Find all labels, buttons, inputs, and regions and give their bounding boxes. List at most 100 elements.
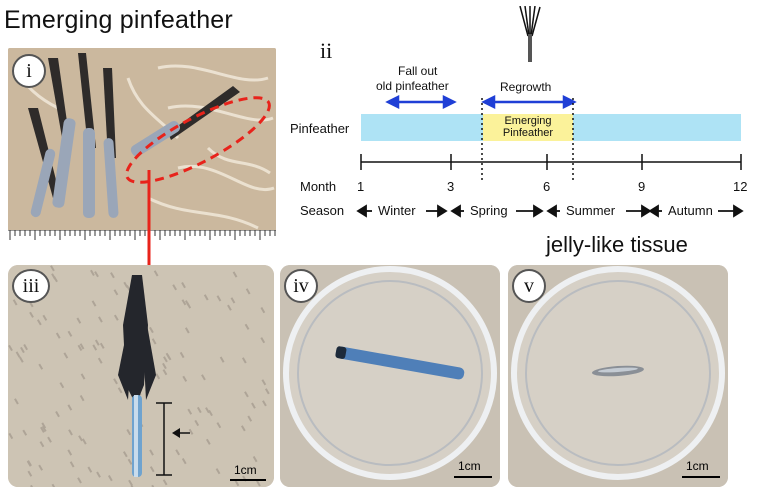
season-arrows — [356, 204, 744, 218]
texture-dot — [165, 352, 171, 359]
texture-dot — [41, 425, 47, 432]
texture-dot — [260, 337, 266, 344]
jelly-caption: jelly-like tissue — [546, 232, 688, 257]
panel-i-photo: i — [8, 48, 276, 242]
texture-dot — [149, 326, 154, 334]
texture-dot — [22, 429, 28, 436]
texture-dot — [18, 356, 24, 363]
texture-dot — [47, 436, 52, 443]
panel-ii-label: ii — [320, 38, 333, 63]
season-label: Season — [300, 203, 345, 218]
month-tick-1: 1 — [357, 179, 365, 194]
texture-dot — [94, 271, 99, 278]
texture-dot — [77, 344, 83, 351]
panel-v-label: v — [512, 269, 546, 303]
texture-dot — [245, 288, 251, 295]
texture-dot — [12, 299, 18, 306]
texture-dot — [23, 343, 29, 351]
texture-dot — [97, 357, 103, 364]
emerging-label-1: Emerging — [504, 115, 552, 127]
texture-dot — [184, 327, 190, 334]
month-axis — [360, 154, 742, 170]
texture-dot — [155, 373, 161, 380]
texture-dot — [128, 479, 133, 486]
texture-dot — [8, 432, 14, 440]
texture-dot — [127, 458, 133, 465]
texture-dot — [172, 284, 177, 291]
panel-iv-scale-bar — [454, 476, 492, 478]
texture-dot — [219, 356, 225, 363]
panel-iii-label: iii — [12, 269, 50, 303]
texture-dot — [67, 330, 73, 337]
texture-dot — [40, 426, 45, 433]
texture-dot — [99, 342, 105, 349]
texture-dot — [63, 352, 69, 359]
texture-dot — [188, 428, 194, 435]
texture-dot — [81, 438, 87, 445]
texture-dot — [77, 477, 82, 484]
texture-dot — [149, 449, 154, 456]
texture-dot — [244, 391, 249, 398]
texture-dot — [67, 449, 73, 456]
texture-dot — [39, 441, 45, 448]
panel-iv-label: iv — [284, 269, 318, 303]
texture-dot — [51, 483, 57, 487]
texture-dot — [181, 458, 187, 465]
texture-dot — [208, 409, 213, 417]
texture-dot — [126, 429, 132, 436]
texture-dot — [107, 475, 113, 482]
texture-dot — [203, 294, 209, 301]
panel-iv-scale-label: 1cm — [458, 459, 481, 473]
texture-dot — [240, 425, 246, 432]
month-tick-6: 6 — [543, 179, 551, 194]
texture-dot — [163, 356, 168, 363]
duration-arrows — [385, 94, 577, 110]
texture-dot — [69, 461, 75, 468]
texture-dot — [113, 378, 118, 385]
season-summer: Summer — [566, 203, 616, 218]
texture-dot — [251, 402, 256, 409]
regrowth-label: Regrowth — [500, 80, 552, 94]
texture-dot — [244, 323, 250, 330]
texture-dot — [260, 307, 266, 314]
texture-dot — [27, 470, 33, 477]
texture-dot — [29, 311, 34, 318]
texture-dot — [123, 281, 129, 288]
texture-dot — [151, 484, 156, 487]
texture-dot — [153, 270, 159, 277]
texture-dot — [241, 357, 247, 364]
panel-i-illustration — [8, 48, 276, 242]
texture-dot — [8, 344, 13, 352]
texture-dot — [256, 480, 261, 487]
texture-dot — [122, 451, 128, 458]
texture-dot — [41, 422, 47, 429]
panel-iii-scale-bar — [230, 479, 266, 481]
panel-v-photo: v 1cm — [508, 265, 728, 487]
panel-i-label: i — [12, 54, 46, 88]
fall-out-label-1: Fall out — [398, 64, 438, 78]
texture-dot — [42, 314, 48, 321]
texture-dot — [113, 289, 119, 296]
texture-dot — [264, 388, 270, 395]
texture-dot — [181, 282, 186, 289]
texture-dot — [55, 411, 60, 418]
texture-dot — [79, 395, 85, 402]
month-tick-12: 12 — [733, 179, 748, 194]
texture-dot — [50, 265, 55, 272]
panel-iii-scale-label: 1cm — [234, 463, 257, 477]
highlight-ellipse — [125, 96, 271, 184]
texture-dot — [234, 480, 240, 487]
texture-dot — [51, 273, 56, 280]
texture-dot — [113, 314, 119, 321]
texture-dot — [68, 429, 73, 436]
texture-dot — [232, 271, 238, 278]
texture-dot — [117, 387, 123, 394]
texture-dot — [14, 398, 19, 405]
texture-dot — [38, 464, 43, 471]
texture-dot — [96, 471, 101, 478]
texture-dot — [80, 373, 86, 380]
texture-dot — [179, 351, 185, 359]
texture-dot — [78, 435, 83, 442]
texture-dot — [261, 379, 267, 386]
panel-v-scale-label: 1cm — [686, 459, 709, 473]
